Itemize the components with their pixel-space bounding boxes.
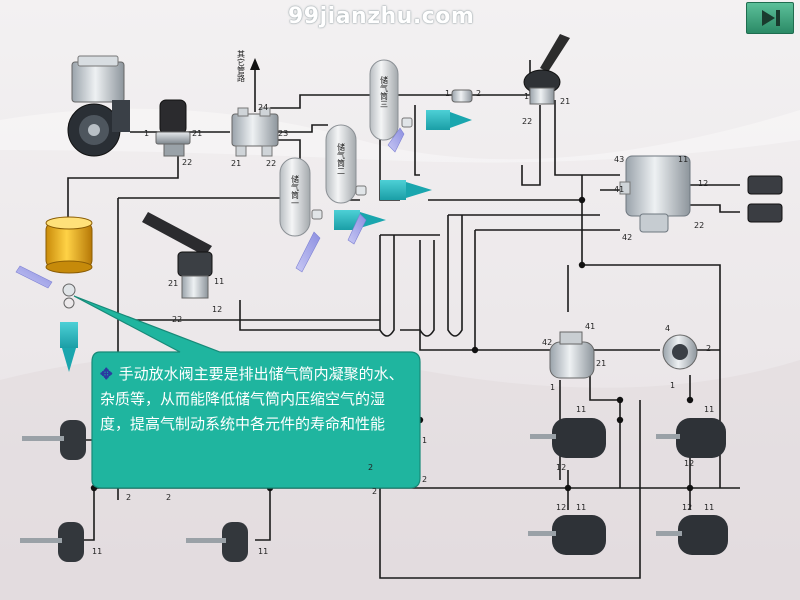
spring-brake-chamber-3 (528, 515, 606, 555)
port-label: 11 (678, 155, 688, 164)
port-label: 12 (556, 503, 566, 512)
port-label: 22 (172, 315, 182, 324)
air-tank-1 (279, 157, 311, 237)
pointer-arrows (15, 127, 405, 289)
arrow-up-icon (250, 58, 260, 70)
spring-brake-chamber-4 (656, 515, 728, 555)
tank-2-label: 储气筒二 (337, 142, 346, 175)
port-label: 2 (126, 493, 131, 502)
port-label: 41 (614, 185, 624, 194)
four-petal-icon: ✥ (100, 365, 113, 383)
air-compressor (67, 55, 130, 157)
port-label: 11 (704, 405, 714, 414)
port-label: 22 (522, 117, 532, 126)
arrow-down-icon (60, 322, 78, 372)
arrow-right-icon (426, 110, 472, 130)
port-label: 42 (542, 338, 552, 347)
port-label: 24 (258, 103, 268, 112)
port-label: 11 (704, 503, 714, 512)
brake-chambers (20, 418, 728, 562)
four-circuit-protection-valve (231, 107, 279, 157)
port-label: 12 (698, 179, 708, 188)
pipe-junctions (90, 196, 694, 492)
port-label: 21 (192, 129, 202, 138)
drain-valves (311, 117, 413, 220)
port-label: 11 (92, 547, 102, 556)
port-label: 21 (560, 97, 570, 106)
brake-chamber-left-top (22, 420, 86, 460)
port-label: 12 (556, 463, 566, 472)
arrow-right-icon (334, 210, 386, 230)
relay-valve-rear (662, 334, 698, 370)
port-label: 11 (576, 503, 586, 512)
callout-body: 手动放水阀主要是排出储气筒内凝聚的水、杂质等，从而能降低储气筒内压缩空气的湿度，… (100, 365, 404, 433)
port-label: 2 (422, 475, 427, 484)
port-label: 43 (614, 155, 624, 164)
port-label: 2 (706, 344, 711, 353)
trailer-couplings (747, 175, 783, 223)
tank-3-label: 储气筒三 (380, 75, 389, 108)
port-label: 23 (278, 129, 288, 138)
play-next-icon (762, 10, 780, 26)
pointer-arrow-icon (387, 127, 405, 153)
pointer-arrow-icon (295, 231, 321, 273)
pressure-regulator (451, 89, 473, 103)
spring-brake-chamber-1 (530, 418, 606, 458)
port-label: 22 (182, 158, 192, 167)
port-label: 1 (422, 436, 427, 445)
port-label: 1 (524, 92, 529, 101)
port-label: 2 (368, 463, 373, 472)
flow-arrows (60, 110, 472, 372)
other-circuit-label: 其它管路 (237, 50, 246, 82)
port-label: 22 (694, 221, 704, 230)
port-label: 41 (585, 322, 595, 331)
air-dryer (155, 99, 191, 157)
port-label: 2 (372, 487, 377, 496)
tank-1-label: 储气筒一 (291, 174, 300, 207)
port-labels: 1 21 22 24 23 21 22 1 2 1 21 22 43 11 41… (92, 89, 714, 556)
port-label: 21 (231, 159, 241, 168)
port-label: 11 (576, 405, 586, 414)
brake-chamber-mid-bottom (186, 522, 248, 562)
manual-drain-valve (62, 283, 76, 309)
port-label: 12 (684, 459, 694, 468)
port-label: 12 (682, 503, 692, 512)
port-label: 2 (476, 89, 481, 98)
arrow-right-icon (380, 180, 432, 200)
port-label: 4 (665, 324, 670, 333)
port-label: 11 (214, 277, 224, 286)
air-tank-2 (325, 124, 357, 204)
port-label: 12 (212, 305, 222, 314)
pointer-arrow-icon (347, 213, 367, 245)
callout-text: ✥手动放水阀主要是排出储气筒内凝聚的水、杂质等，从而能降低储气筒内压缩空气的湿度… (100, 362, 410, 437)
port-label: 42 (622, 233, 632, 242)
air-tank-3 (369, 59, 399, 141)
port-label: 1 (144, 129, 149, 138)
hand-brake-valve (523, 34, 570, 105)
relay-valve (619, 155, 691, 233)
port-label: 1 (550, 383, 555, 392)
port-label: 21 (168, 279, 178, 288)
port-label: 1 (445, 89, 450, 98)
brake-chamber-left-bottom (20, 522, 84, 562)
port-label: 11 (258, 547, 268, 556)
port-label: 2 (166, 493, 171, 502)
wet-tank (45, 216, 93, 274)
port-label: 22 (266, 159, 276, 168)
next-slide-button[interactable] (746, 2, 794, 34)
quick-release-valve (549, 331, 595, 379)
pointer-arrow-icon (15, 265, 53, 289)
foot-brake-valve (142, 212, 213, 299)
port-label: 1 (670, 381, 675, 390)
callout-bubble (73, 295, 421, 489)
watermark: 99jianzhu.com (288, 4, 475, 29)
port-label: 21 (596, 359, 606, 368)
spring-brake-chamber-2 (656, 418, 726, 458)
